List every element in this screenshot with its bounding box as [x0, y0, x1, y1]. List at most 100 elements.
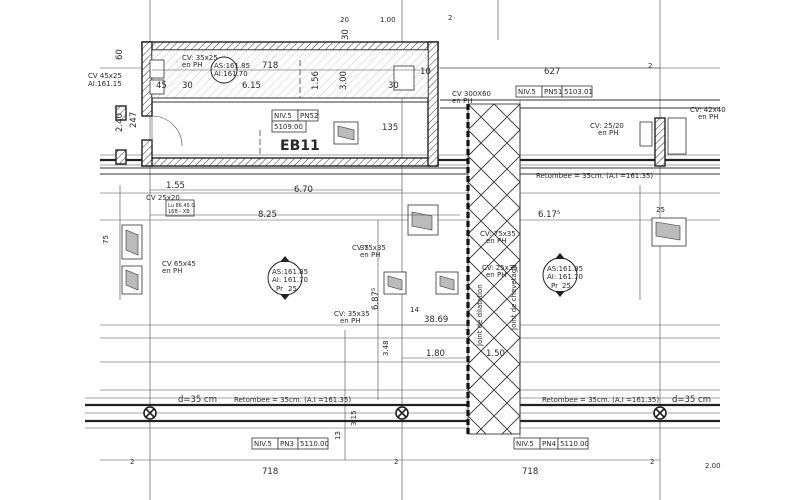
joint-strip: [466, 103, 521, 435]
dim-14: 14: [410, 306, 419, 314]
dimension-labels: 718 6.15 1.56 3.00 30 30 30 10 45 60 2.4…: [102, 14, 721, 477]
dim-35: 35: [360, 244, 369, 252]
annotations: CV 45x25 AI:161.15 CV: 35x25 en PH CV 30…: [88, 54, 726, 405]
dim-155: 1.55: [166, 181, 185, 191]
note-cv-75x35: CV 75x35: [352, 244, 386, 252]
dimension-chains: [100, 67, 660, 461]
note-en-ph-4: en PH: [698, 113, 718, 121]
dim-100: 1.00: [380, 16, 396, 24]
dim-25: 25: [656, 206, 665, 214]
dim-240: 2.40: [115, 113, 125, 132]
marker-mid-l1: AS:161.85: [547, 265, 583, 273]
dim-10: 10: [420, 67, 431, 77]
dim-2-b: 2: [394, 458, 398, 466]
marker-left-l4: 25: [288, 285, 297, 293]
dim-200: 2.00: [705, 462, 721, 470]
note-cv-35x25: CV: 35x25: [182, 54, 218, 62]
marker-top-l2: AI:161.70: [214, 70, 248, 78]
dim-718-top: 718: [262, 61, 278, 71]
note-en-ph-7: en PH: [340, 317, 360, 325]
note-ai-16115: AI:161.15: [88, 80, 122, 88]
note-cv-65x45: CV 65x45: [162, 260, 196, 268]
tag-pn4-zone: PN4: [542, 440, 556, 448]
tag-pn3-level: NIV.5: [254, 440, 272, 448]
level-tag-pn52: NIV.5 PN52 5109.00: [271, 109, 319, 133]
dashed-lines: [259, 60, 301, 160]
note-en-ph-6: en PH: [360, 251, 380, 259]
mid-openings: [333, 117, 687, 295]
tag-pn3-code: 5110.00: [300, 440, 329, 448]
note-cv-42x40: CV: 42x40: [690, 106, 726, 114]
dim-627: 627: [544, 67, 560, 77]
dim-2-c: 2: [650, 458, 654, 466]
dim-825: 8.25: [258, 210, 277, 220]
note-cv-300x60: CV 300X60: [452, 90, 491, 98]
small-tag-l1: Lu 86.45 G: [168, 203, 195, 209]
note-en-ph-8: en PH: [486, 271, 506, 279]
room-eb11-walls: [141, 41, 439, 167]
marker-left-l1: AS:161.85: [272, 268, 308, 276]
note-retombee-bot2: Retombee = 35cm. (A.I =161.35): [542, 396, 659, 404]
note-en-ph-2: en PH: [452, 97, 472, 105]
tag-pn51-code: 5103.01: [564, 88, 593, 96]
note-cv-35x35: CV: 35x35: [334, 310, 370, 318]
dim-348: 3.48: [382, 340, 390, 356]
room-label: EB11: [280, 138, 320, 154]
dim-150: 1.50: [486, 349, 505, 359]
left-columns: [115, 105, 143, 295]
note-cv-75x35b: CV: 75x35: [480, 230, 516, 238]
note-joint-dilatation: Joint de dilatation: [476, 284, 484, 347]
tag-pn51-level: NIV.5: [518, 88, 536, 96]
dim-3869: 38.69: [424, 315, 448, 325]
tag-pn51-zone: PN51: [544, 88, 562, 96]
tag-pn52-zone: PN52: [300, 112, 318, 120]
note-en-ph-9: en PH: [486, 237, 506, 245]
dim-315: 3 15: [350, 410, 358, 426]
marker-mid-l2: AI: 161.70: [547, 273, 583, 281]
dim-30c: 30: [341, 29, 351, 40]
marker-left-l3: Pr: [276, 285, 283, 293]
note-retombee-top: Retombee = 35cm. (A.I =161.35): [536, 172, 653, 180]
level-tag-pn3: NIV.5 PN3 5110.00: [251, 437, 329, 450]
note-cv-25x35: CV: 25x35: [482, 264, 518, 272]
dim-617: 6.17⁵: [538, 210, 560, 220]
dim-156: 1.56: [311, 71, 321, 90]
marker-mid-l4: 25: [562, 282, 571, 290]
note-joint-chevetage: Joint de chevetage: [510, 265, 518, 332]
dim-2-d: 2: [648, 62, 652, 70]
tag-pn4-code: 5110.00: [560, 440, 589, 448]
dim-718-b1: 718: [262, 467, 278, 477]
level-tag-pn51: NIV.5 PN51 5103.01: [515, 85, 593, 98]
dim-30a: 30: [182, 81, 193, 91]
dim-60: 60: [115, 49, 125, 60]
dim-2-e: 2: [448, 14, 452, 22]
bottom-beam: [85, 397, 720, 429]
dim-670: 6.70: [294, 185, 313, 195]
dim-247: 247: [129, 112, 139, 128]
note-d35-left: d=35 cm: [178, 395, 217, 405]
dim-2-a: 2: [130, 458, 134, 466]
tag-pn52-code: 5109.00: [274, 123, 303, 131]
dim-13: 13: [334, 431, 342, 440]
marker-left-l2: AI: 161.70: [272, 276, 308, 284]
note-d35-right: d=35 cm: [672, 395, 711, 405]
dim-300: 3.00: [339, 71, 349, 90]
small-tag: Lu 86.45 G 16B - XB: [165, 199, 195, 217]
dim-45: 45: [156, 81, 167, 91]
dim-20: 20: [340, 16, 349, 24]
dim-135: 135: [382, 123, 398, 133]
small-tag-l2: 16B - XB: [168, 209, 190, 215]
dim-718-b2: 718: [522, 467, 538, 477]
marker-mid-l3: Pr: [551, 282, 558, 290]
dim-180: 1.80: [426, 349, 445, 359]
dim-687: 6.87⁵: [371, 288, 381, 310]
note-cv-250: CV: 25/20: [590, 122, 624, 130]
note-en-ph-1: en PH: [182, 61, 202, 69]
level-tag-pn4: NIV.5 PN4 5110.00: [513, 437, 589, 450]
marker-top-l1: AS:161.85: [214, 62, 250, 70]
note-retombee-bot1: Retombee = 35cm. (A.I =161.35): [234, 396, 351, 404]
dim-75: 75: [102, 235, 110, 244]
tag-pn3-zone: PN3: [280, 440, 294, 448]
